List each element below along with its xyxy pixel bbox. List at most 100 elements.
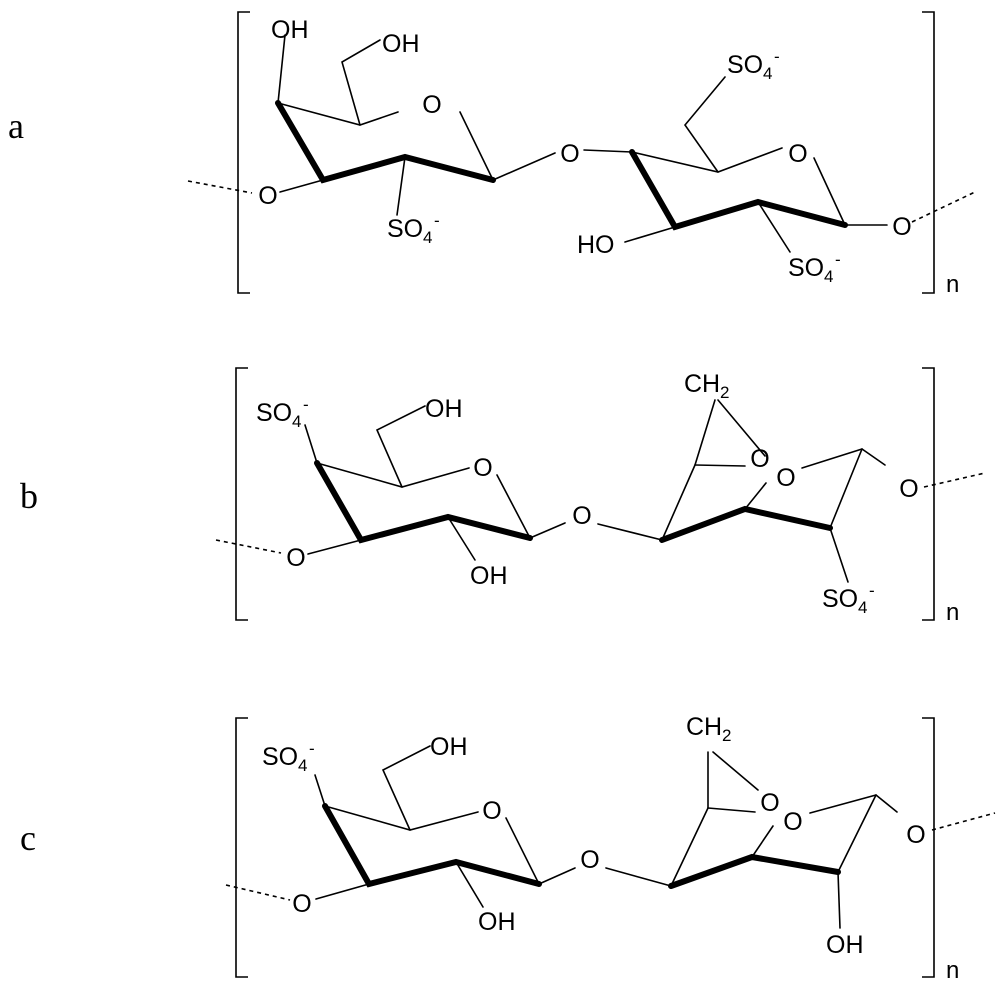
sulfate-group: SO 4 -: [788, 250, 841, 286]
hydroxyl-group: OH: [271, 16, 309, 44]
svg-text:-: -: [835, 250, 841, 269]
ring-bond: [813, 157, 846, 226]
panel-label-a: a: [8, 106, 24, 146]
ring-oxygen: O: [783, 808, 802, 836]
bridge-bond: [694, 399, 716, 466]
substituent-bond: [375, 405, 426, 488]
svg-text:4: 4: [763, 64, 772, 83]
hydroxyl-group: OH: [470, 562, 508, 590]
sulfate-group: SO 4 -: [262, 739, 315, 775]
svg-text:-: -: [774, 47, 780, 66]
substituent-bond: [341, 39, 381, 126]
linkage-oxygen: O: [292, 890, 311, 918]
svg-text:4: 4: [292, 412, 301, 431]
svg-text:4: 4: [824, 267, 833, 286]
chain-continuation-left: [225, 884, 291, 901]
bridge-oxygen: O: [750, 445, 769, 473]
bracket-right: [922, 717, 935, 978]
linkage-oxygen: O: [906, 821, 925, 849]
hydroxyl-group: OH: [826, 931, 864, 959]
glycosidic-bond: [538, 867, 576, 885]
bridge-oxygen: O: [760, 789, 779, 817]
linkage-oxygen: O: [560, 140, 579, 168]
glycosidic-bond: [315, 883, 370, 900]
svg-text:4: 4: [858, 598, 867, 617]
svg-text:4: 4: [423, 228, 432, 247]
substituent-bond: [757, 201, 791, 253]
bond-gap: [762, 466, 770, 492]
glycosidic-bond: [605, 867, 672, 887]
panel-label-b: b: [20, 476, 38, 516]
repeat-subscript: n: [946, 957, 959, 984]
ring-bond: [801, 448, 886, 469]
svg-text:SO: SO: [387, 215, 423, 243]
bracket-right: [922, 11, 935, 294]
ring-oxygen: O: [422, 91, 441, 119]
chain-continuation-right: [931, 812, 996, 831]
glycosidic-bond: [307, 539, 362, 555]
ring-bond: [837, 794, 877, 873]
svg-text:SO: SO: [727, 51, 763, 79]
linkage-oxygen: O: [286, 544, 305, 572]
panel-b: b n O O O O O O SO: [20, 367, 986, 626]
substituent-bond: [447, 516, 476, 561]
svg-text:2: 2: [720, 383, 729, 402]
bracket-left: [235, 717, 248, 978]
svg-text:SO: SO: [788, 254, 824, 282]
svg-text:CH: CH: [684, 370, 720, 398]
svg-text:CH: CH: [686, 713, 722, 741]
substituent-bond: [455, 861, 484, 908]
hydroxymethyl-group: OH: [425, 395, 463, 423]
linkage-oxygen: O: [892, 213, 911, 241]
ring-front-edge: [322, 803, 542, 888]
substituent-bond: [304, 424, 318, 464]
ring-bond: [751, 825, 774, 858]
ring-bond: [583, 147, 783, 173]
ring-bond: [661, 464, 696, 541]
substituent-bond: [837, 871, 841, 929]
ring-front-edge: [659, 505, 833, 543]
ring-bond: [829, 448, 863, 529]
methylene-group: CH 2: [686, 713, 731, 745]
ring-bond: [496, 474, 531, 539]
substituent-bond: [277, 34, 286, 104]
linkage-oxygen: O: [580, 846, 599, 874]
substituent-bond: [381, 745, 431, 831]
svg-text:SO: SO: [256, 399, 292, 427]
panel-label-c: c: [20, 818, 36, 858]
ring-front-edge: [275, 100, 496, 184]
substituent-bond: [314, 774, 326, 807]
hydroxyl-group: OH: [478, 908, 516, 936]
sulfate-group: SO 4 -: [387, 211, 440, 247]
glycosidic-bond: [529, 522, 566, 539]
bracket-right: [922, 367, 935, 621]
ring-oxygen: O: [776, 464, 795, 492]
svg-text:-: -: [869, 581, 875, 600]
svg-text:-: -: [434, 211, 440, 230]
methylene-group: CH 2: [684, 370, 729, 402]
bracket-left: [237, 11, 250, 294]
panel-c: c n O O O O O O SO 4: [20, 713, 996, 984]
repeat-subscript: n: [946, 271, 959, 298]
svg-text:SO: SO: [822, 585, 858, 613]
ring-bond: [744, 482, 767, 510]
svg-text:-: -: [309, 739, 315, 758]
panel-a: a n O O O O O OH OH SO 4: [8, 11, 976, 298]
hydroxymethyl-group: OH: [382, 30, 420, 58]
svg-text:-: -: [303, 395, 309, 414]
ring-front-edge: [629, 149, 848, 231]
linkage-oxygen: O: [572, 502, 591, 530]
glycosidic-bond: [279, 179, 324, 193]
substituent-bond: [829, 527, 849, 583]
ring-bond: [505, 817, 540, 885]
linkage-oxygen: O: [899, 475, 918, 503]
linkage-oxygen: O: [258, 182, 277, 210]
ring-bond: [670, 807, 709, 887]
ring-front-edge: [668, 853, 841, 889]
substituent-bond: [396, 156, 406, 216]
bracket-left: [235, 367, 248, 621]
sulfate-group: SO 4 -: [727, 47, 780, 83]
bridge-bond: [717, 399, 766, 457]
svg-text:2: 2: [722, 726, 731, 745]
